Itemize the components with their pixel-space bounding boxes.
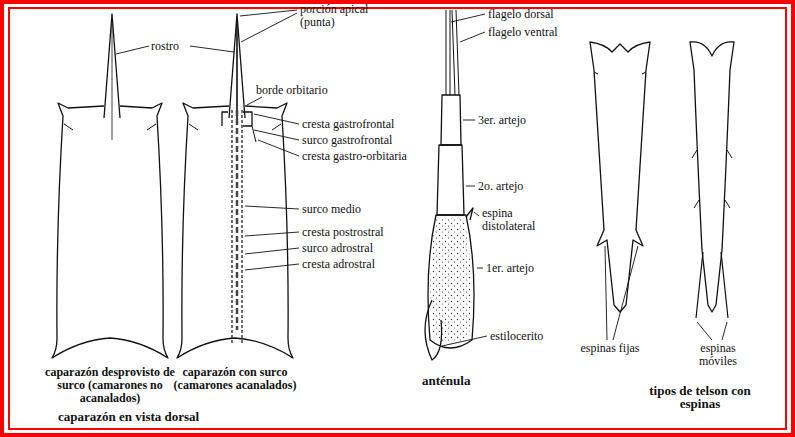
- part-label: surco gastrofrontal: [302, 134, 392, 147]
- part-label: espinas móviles: [686, 342, 750, 368]
- part-label: espina distolateral: [482, 207, 562, 233]
- part-label: anténula: [422, 374, 470, 387]
- part-label: 2o. artejo: [478, 180, 523, 193]
- part-label: 1er. artejo: [486, 262, 534, 275]
- part-label: flagelo ventral: [488, 26, 558, 39]
- part-label: cresta adrostral: [302, 258, 375, 271]
- part-label: cresta postrostral: [302, 226, 384, 239]
- telson-mobile-spines: [690, 42, 734, 318]
- part-label: flagelo dorsal: [488, 8, 554, 21]
- carapace-plain: [52, 14, 168, 358]
- part-label: 3er. artejo: [478, 114, 526, 127]
- part-label: cresta gastrofrontal: [302, 118, 394, 131]
- part-label: caparazón desprovisto de surco (camarone…: [30, 366, 190, 405]
- antennule: [425, 10, 474, 360]
- part-label: tipos de telson con espinas: [640, 384, 760, 410]
- part-label: caparazón con surco (camarones acanalado…: [172, 366, 298, 392]
- carapace-grooved: [177, 14, 293, 358]
- part-label: porción apical (punta): [300, 3, 386, 29]
- part-label: caparazón en vista dorsal: [58, 410, 199, 423]
- part-label: surco medio: [302, 203, 361, 216]
- telson-fixed-spines: [590, 42, 650, 312]
- part-label: surco adrostral: [302, 242, 373, 255]
- part-label: espinas fijas: [580, 342, 640, 355]
- part-label: cresta gastro-orbitaria: [302, 150, 407, 163]
- frame-inner: [9, 8, 786, 429]
- part-label: rostro: [151, 40, 179, 53]
- part-label: estilocerito: [490, 330, 543, 343]
- leader-lines: [116, 10, 727, 346]
- part-label: borde orbitario: [256, 84, 328, 97]
